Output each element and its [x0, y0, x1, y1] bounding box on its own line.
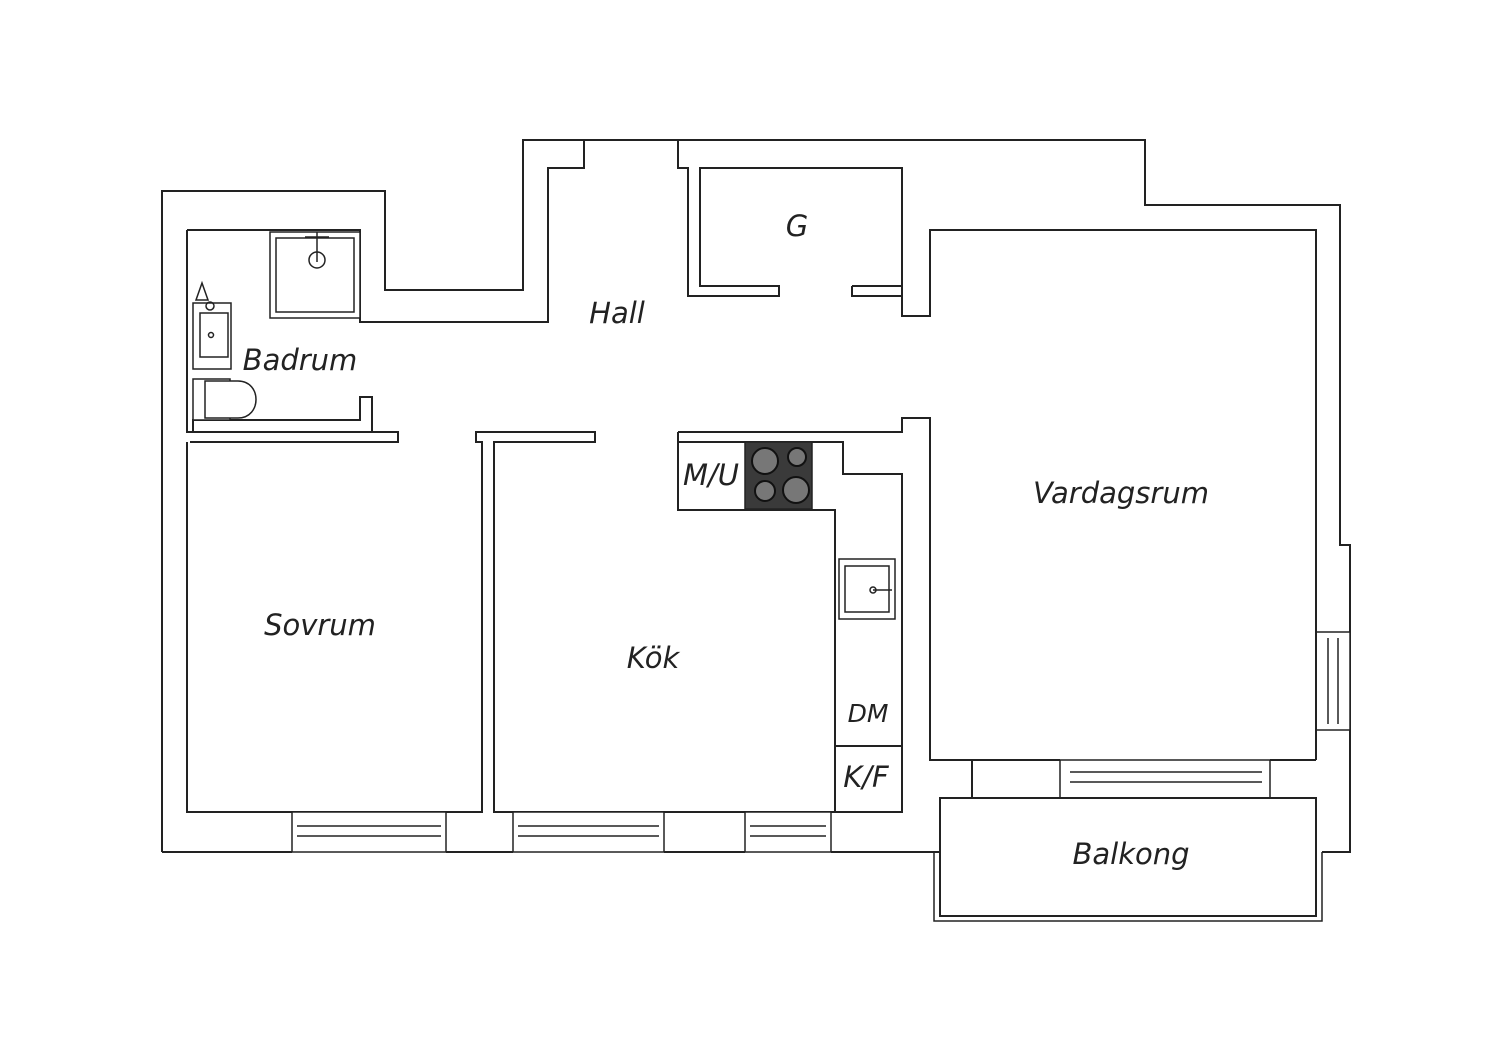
vardagsrum-room [972, 631, 1351, 799]
room-label-hall: Hall [589, 296, 645, 330]
window-sovrum [291, 811, 447, 853]
room-label-balkong: Balkong [1072, 837, 1189, 871]
balkong-room [933, 797, 1323, 922]
sovrum-room [186, 431, 835, 853]
room-label-vardagsrum: Vardagsrum [1033, 476, 1209, 510]
fixture-label-kf: K/F [843, 760, 890, 794]
tap-icon [194, 280, 210, 301]
shower-tray [269, 231, 361, 319]
shower-inner [275, 237, 355, 313]
room-label-sovrum: Sovrum [264, 608, 376, 642]
room-label-garderob: G [786, 209, 808, 243]
window-kok-2 [744, 811, 832, 853]
kitchen-sink [838, 558, 896, 620]
room-label-badrum: Badrum [243, 343, 358, 377]
window-kok-1 [512, 811, 665, 853]
window-vardagsrum [1315, 631, 1351, 731]
toilet-bowl [204, 380, 257, 419]
badrum-room [186, 230, 399, 443]
fixture-label-mu: M/U [683, 458, 739, 492]
room-label-kok: Kök [627, 641, 681, 675]
outer-walls [161, 139, 1351, 853]
fixture-label-dm: DM [848, 699, 889, 728]
window-balkong-door [1059, 759, 1271, 799]
